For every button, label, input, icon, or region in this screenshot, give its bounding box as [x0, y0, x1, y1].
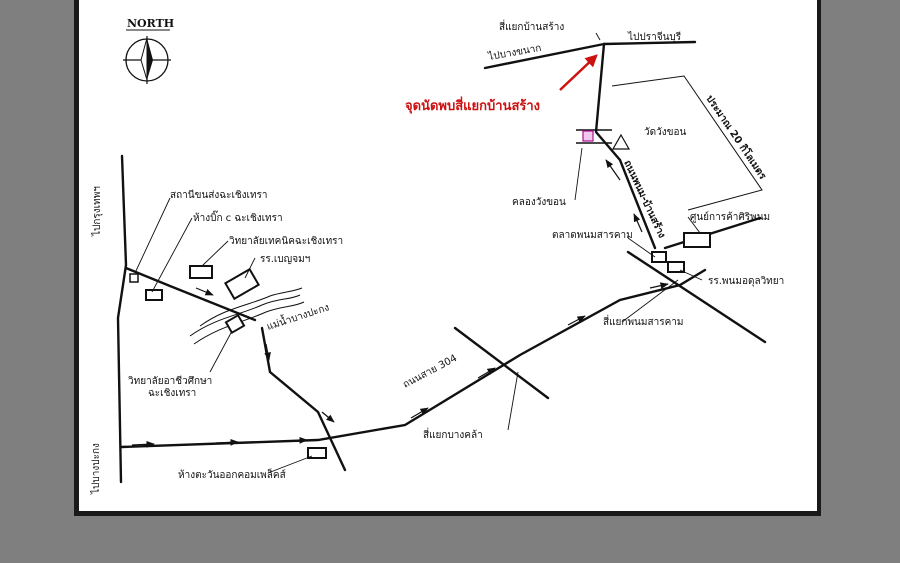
map-paper — [79, 0, 817, 511]
tawan-ok-building — [307, 447, 327, 459]
label-bus-station: สถานีขนส่งฉะเชิงเทรา — [170, 189, 268, 201]
road-to-chachoengsao-center — [124, 266, 257, 322]
bang-pakong-river — [189, 287, 305, 345]
phanom-market-building — [651, 251, 667, 263]
direction-arrows — [131, 159, 669, 448]
compass-rose-icon — [123, 36, 171, 84]
label-tawan-ok: ห้างตะวันออกคอมเพล็คส์ — [178, 467, 286, 481]
road-to-bangkok — [116, 154, 128, 484]
vocational-college-building — [224, 313, 246, 335]
big-c-building — [145, 289, 163, 301]
compass-north-label: NORTH — [127, 17, 174, 30]
label-shopping-center: ศูนย์การค้าศิริพนม — [690, 211, 770, 223]
label-bang-khla-junction: สี่แยกบางคล้า — [423, 427, 483, 441]
label-route-304: ถนนสาย 304 — [401, 353, 459, 391]
road-to-shopping-center — [663, 216, 762, 250]
road-phanom-to-ban-sang — [594, 42, 657, 250]
label-to-bang-khanak: ไปบางขนาก — [486, 42, 542, 63]
meeting-point-label: จุดนัดพบสี่แยกบ้านสร้าง — [405, 96, 540, 114]
label-leader-lines — [134, 32, 703, 474]
label-ban-sang-junction: สี่แยกบ้านสร้าง — [499, 19, 564, 33]
distance-bracket — [611, 75, 763, 211]
road-bang-khla-cross — [453, 326, 550, 400]
road-phanom-cross — [626, 250, 767, 344]
bus-station-marker — [129, 273, 139, 283]
label-wat-wang-khon: วัดวังขอน — [644, 127, 686, 138]
shopping-center-building — [683, 232, 711, 248]
temple-icon — [611, 133, 631, 150]
road-to-bang-khanak — [483, 42, 606, 70]
road-network — [116, 40, 767, 484]
road-down-to-route-304 — [260, 326, 347, 472]
label-phanom-road: ถนนพนม-บ้านสร้าง — [621, 158, 668, 240]
label-khlong-wang-khon: คลองวังขอน — [512, 197, 566, 208]
label-school-phanom: รร.พนมอดุลวิทยา — [708, 276, 784, 287]
wang-khon-bridge — [576, 129, 612, 144]
label-benchama: รร.เบญจมฯ — [260, 254, 310, 265]
route-304-road — [119, 268, 707, 449]
label-tech-college: วิทยาลัยเทคนิคฉะเชิงเทรา — [229, 236, 344, 247]
label-to-bangpakong: ไปบางปะกง — [90, 443, 102, 495]
label-distance: ประมาณ 20 กิโลเมตร — [704, 92, 770, 182]
label-to-prachinburi: ไปปราจีนบุรี — [627, 31, 682, 43]
benchama-building — [224, 267, 260, 301]
label-phanom-junction: สี่แยกพนมสารคาม — [603, 314, 683, 328]
building-markers — [145, 232, 711, 459]
school-phanom-building — [667, 261, 685, 273]
label-phanom-market: ตลาดพนมสารคาม — [552, 230, 633, 241]
tech-college-building — [189, 265, 213, 279]
label-vocational-college-line2: ฉะเชิงเทรา — [148, 388, 196, 399]
meeting-point-arrow — [559, 54, 598, 91]
meeting-point-marker — [582, 130, 594, 142]
road-to-prachinburi — [602, 40, 697, 46]
label-vocational-college: วิทยาลัยอาชีวศึกษา — [128, 375, 213, 387]
label-big-c: ห้างบิ๊ก c ฉะเชิงเทรา — [193, 210, 283, 224]
label-to-bangkok: ไปกรุงเทพฯ — [91, 186, 103, 237]
